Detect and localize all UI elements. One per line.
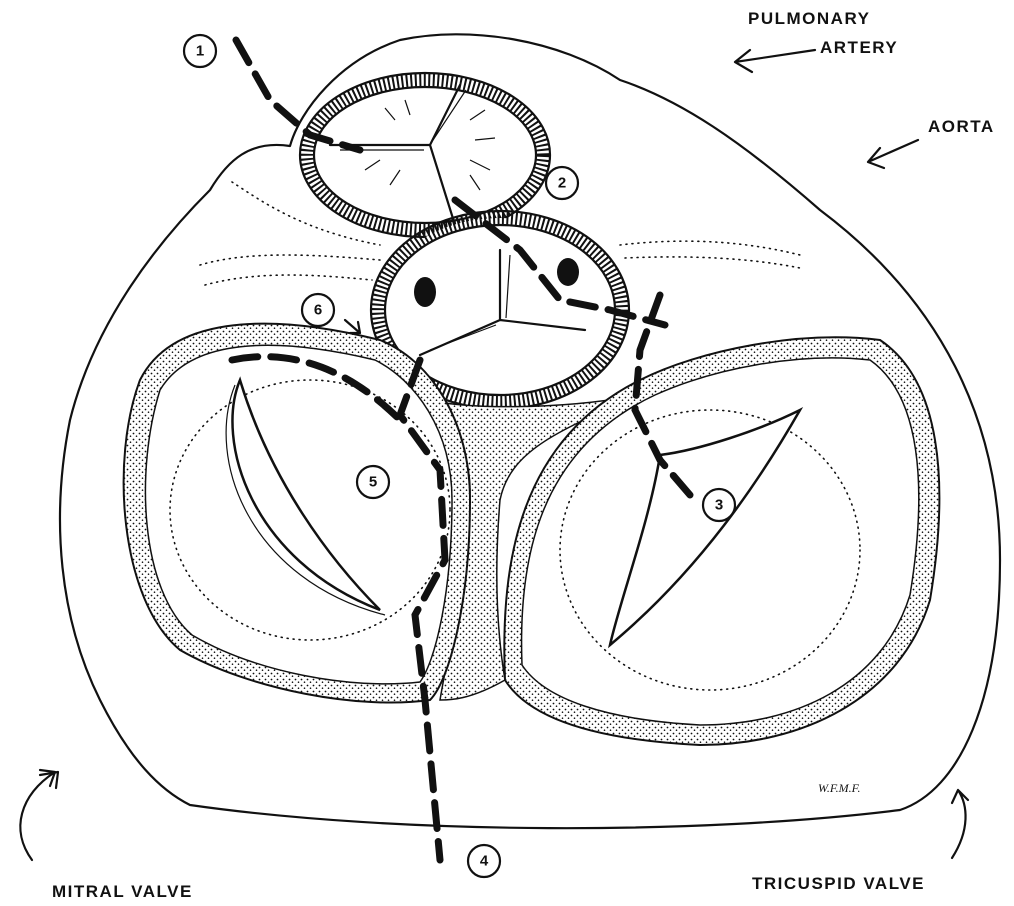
dotted-contour — [200, 255, 380, 265]
coronary-ostium-right — [557, 258, 579, 286]
svg-text:5: 5 — [369, 474, 377, 491]
coronary-ostium-left — [414, 277, 436, 307]
mitral-curved-arrow-icon — [20, 770, 55, 860]
svg-text:3: 3 — [715, 497, 723, 514]
dotted-contour — [205, 275, 372, 285]
marker-1: 1 — [184, 35, 216, 67]
marker-2: 2 — [546, 167, 578, 199]
dotted-contour — [620, 241, 800, 255]
artery-label: ARTERY — [820, 38, 898, 57]
dotted-contour — [625, 257, 800, 268]
marker-6-arrow-icon — [345, 320, 360, 333]
artist-signature: W.F.M.F. — [818, 781, 860, 795]
tricuspid-ring — [504, 337, 939, 745]
pulmonary-arrow-icon — [735, 50, 815, 72]
svg-text:1: 1 — [196, 43, 204, 60]
svg-text:4: 4 — [480, 853, 489, 870]
aorta-arrow-icon — [868, 140, 918, 168]
aorta-label: AORTA — [928, 117, 995, 136]
marker-4: 4 — [468, 845, 500, 877]
marker-6: 6 — [302, 294, 334, 326]
svg-text:6: 6 — [314, 302, 322, 319]
svg-text:2: 2 — [558, 175, 566, 192]
mitral-valve-label: MITRAL VALVE — [52, 882, 193, 901]
pulmonary-label: PULMONARY — [748, 9, 870, 28]
tricuspid-curved-arrow-icon — [952, 790, 968, 858]
tricuspid-valve-label: TRICUSPID VALVE — [752, 874, 925, 893]
